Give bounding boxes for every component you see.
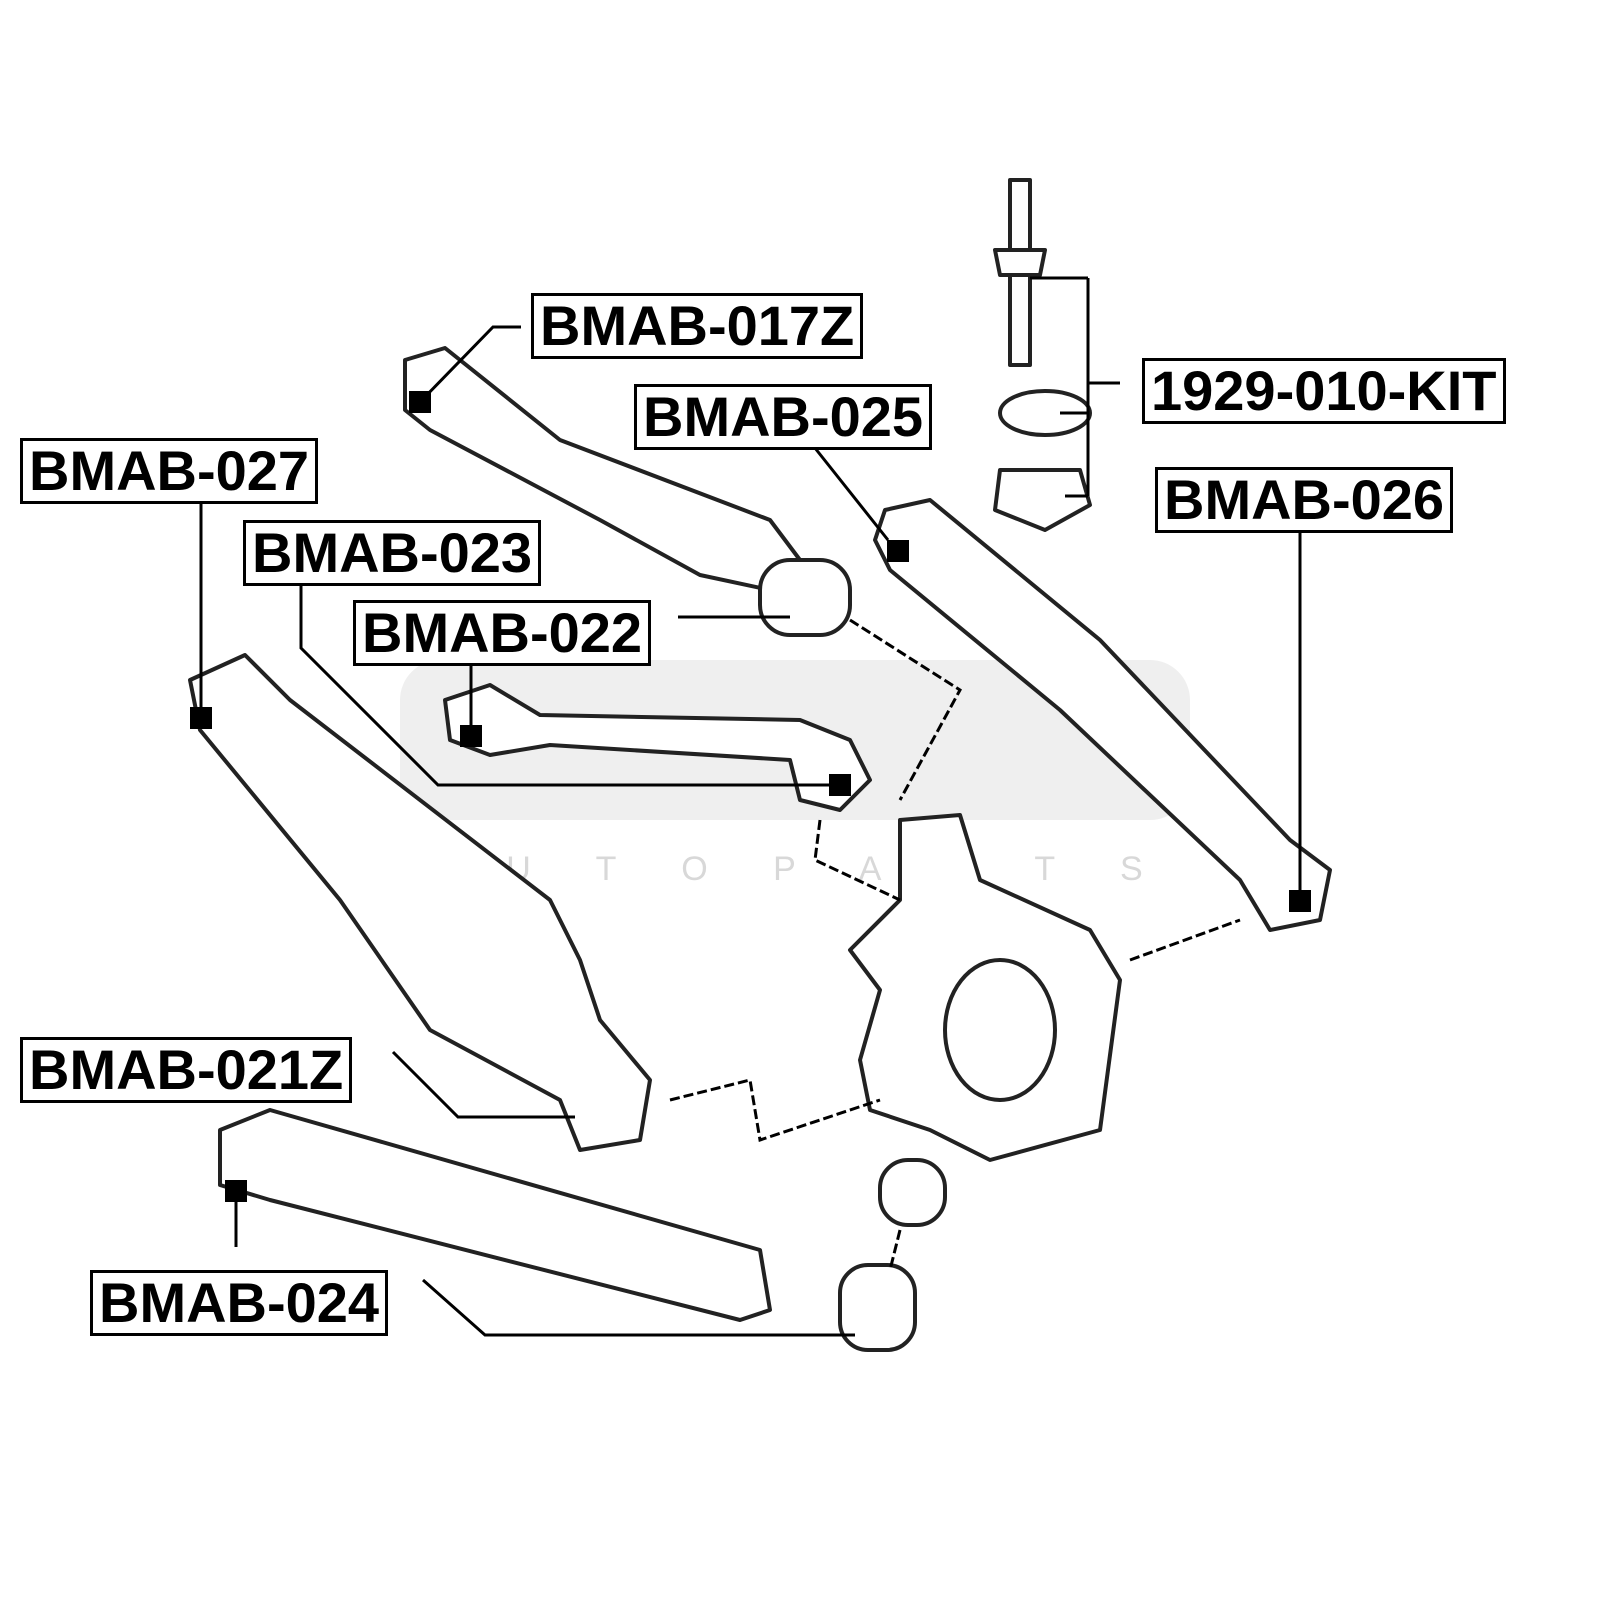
label-bmab-023[interactable]: BMAB-023	[243, 520, 542, 586]
marker-022	[460, 725, 482, 747]
marker-023	[829, 774, 851, 796]
bushing-knuckle-lower	[878, 1158, 947, 1227]
marker-024	[225, 1180, 247, 1202]
washer	[998, 389, 1092, 437]
marker-026	[1289, 890, 1311, 912]
nut	[993, 468, 1092, 532]
label-bmab-025[interactable]: BMAB-025	[634, 384, 933, 450]
label-bmab-022[interactable]: BMAB-022	[353, 600, 652, 666]
label-bmab-024[interactable]: BMAB-024	[90, 1270, 389, 1336]
label-bmab-021z[interactable]: BMAB-021Z	[20, 1037, 353, 1103]
label-1929-010-kit[interactable]: 1929-010-KIT	[1142, 358, 1506, 424]
bushing-024	[838, 1263, 917, 1352]
control-arm-022-023	[443, 683, 872, 812]
label-bmab-027[interactable]: BMAB-027	[20, 438, 319, 504]
control-arm-025-026	[873, 498, 1332, 932]
bolt-head	[993, 248, 1047, 277]
watermark-tagline: A U T O P A R T S	[420, 850, 1171, 888]
marker-025	[887, 540, 909, 562]
label-bmab-017z[interactable]: BMAB-017Z	[531, 293, 864, 359]
control-arm-027-021z	[188, 653, 652, 1152]
label-bmab-026[interactable]: BMAB-026	[1155, 467, 1454, 533]
bushing-022	[758, 558, 852, 637]
marker-017z	[409, 391, 431, 413]
marker-027	[190, 707, 212, 729]
